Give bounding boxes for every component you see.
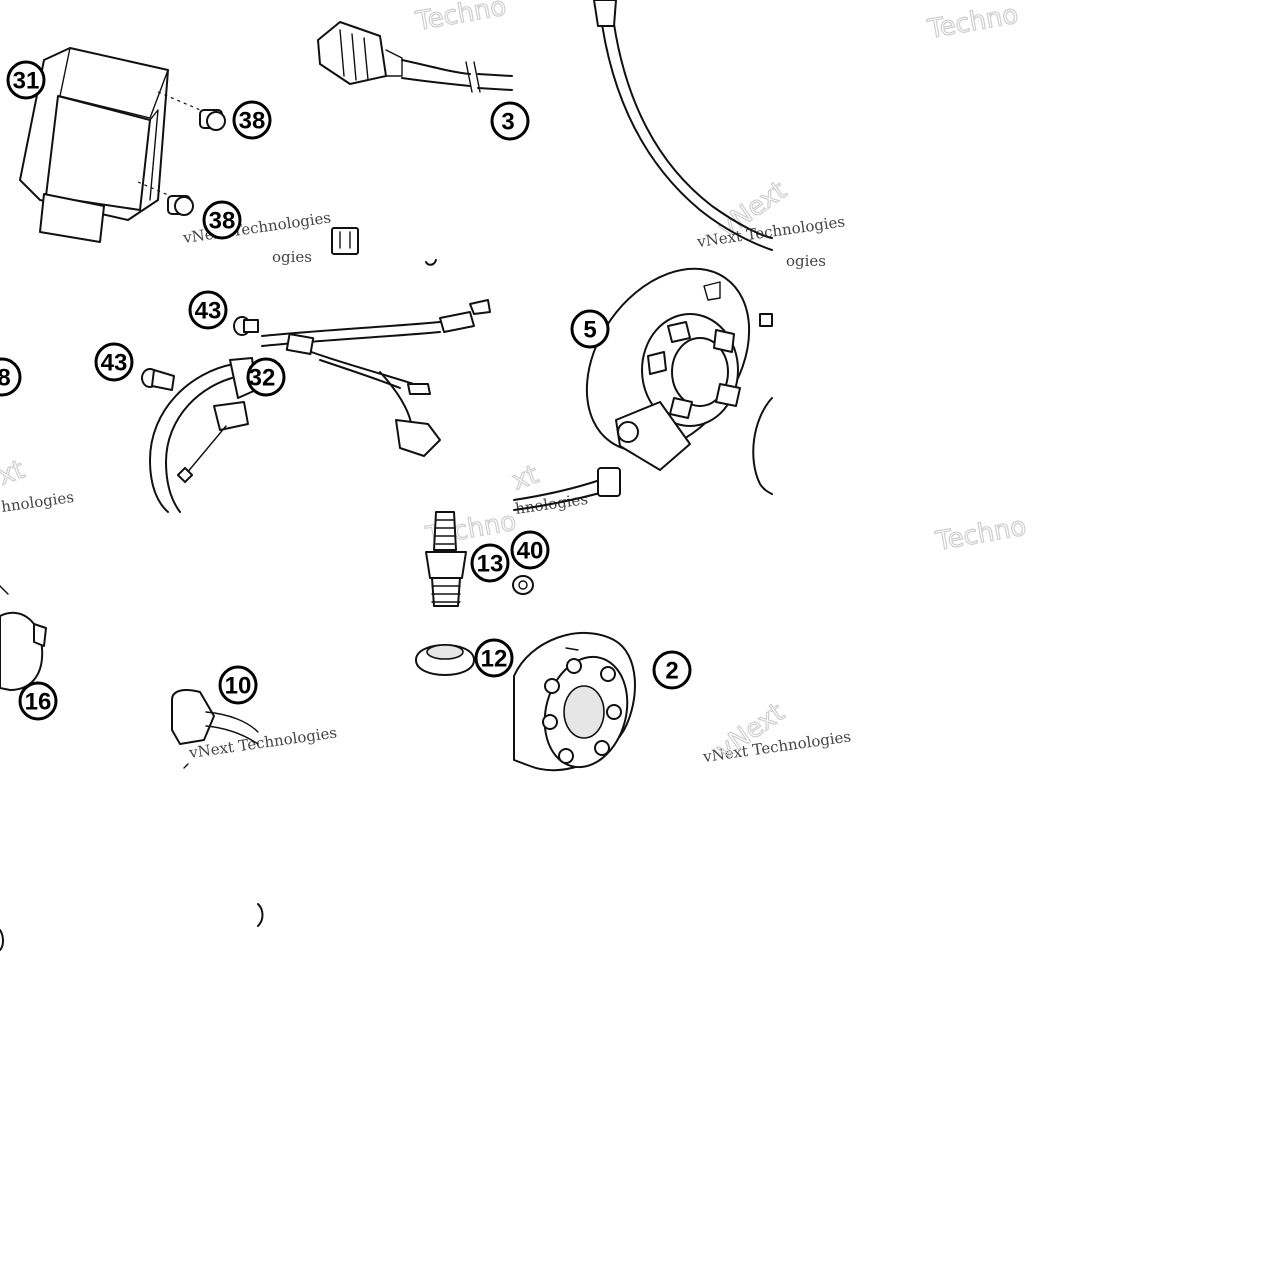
callout-2: 2 <box>652 650 692 690</box>
bolt-43-upper <box>233 316 259 336</box>
callout-40-label: 40 <box>517 538 544 565</box>
callout-12: 12 <box>474 638 514 678</box>
callout-10: 10 <box>218 665 258 705</box>
callout-16: 16 <box>18 681 58 721</box>
watermark-xt-1: xt <box>0 455 28 492</box>
callout-32-label: 32 <box>249 365 276 392</box>
callout-5-label: 5 <box>583 317 596 344</box>
harness-connector <box>317 21 513 93</box>
watermark-xt-2: xt <box>508 460 542 497</box>
callout-31-label: 31 <box>13 68 40 95</box>
watermark-ogies-1: ogies <box>272 248 312 266</box>
cdi-unit <box>19 47 206 243</box>
callout-38-upper-label: 38 <box>239 108 266 135</box>
small-relay <box>331 227 359 255</box>
bolt-43-lower <box>141 368 175 391</box>
callout-3: 3 <box>490 101 530 141</box>
callout-16-label: 16 <box>25 689 52 716</box>
watermark-techno-1: Techno <box>413 0 508 37</box>
callout-43-upper-label: 43 <box>195 298 222 325</box>
plug-connector <box>171 689 259 769</box>
callout-13-label: 13 <box>477 551 504 578</box>
callout-38-upper: 38 <box>232 100 272 140</box>
long-cable <box>593 0 773 251</box>
callout-43-lower-label: 43 <box>101 350 128 377</box>
callout-40: 40 <box>510 530 550 570</box>
watermark-hnologies-1: hnologies <box>0 488 75 516</box>
watermark-brand-3: vNext Technologies <box>187 723 338 762</box>
callout-38-lower: 38 <box>202 200 242 240</box>
callout-8: 8 <box>0 357 22 397</box>
stator <box>513 267 751 511</box>
callout-12-label: 12 <box>481 646 508 673</box>
watermark-techno-3: Techno <box>933 512 1028 557</box>
seal-12 <box>415 644 475 676</box>
callout-13: 13 <box>470 543 510 583</box>
callout-10-label: 10 <box>225 673 252 700</box>
callout-31: 31 <box>6 60 46 100</box>
callout-38-lower-label: 38 <box>209 208 236 235</box>
callout-43-lower: 43 <box>94 342 134 382</box>
nut-40 <box>512 575 534 595</box>
callout-2-label: 2 <box>665 658 678 685</box>
flywheel-edge-partial <box>752 313 773 495</box>
harness-branch <box>261 299 491 457</box>
callout-3-label: 3 <box>501 109 514 136</box>
spark-plug <box>425 511 467 607</box>
screw-38-upper <box>199 109 226 131</box>
callout-5: 5 <box>570 309 610 349</box>
screw-38-lower <box>167 195 194 216</box>
watermark-techno-2: Techno <box>925 0 1020 45</box>
callout-8-label: 8 <box>0 365 11 392</box>
fragment-marks <box>0 259 437 951</box>
callout-43-upper: 43 <box>188 290 228 330</box>
flywheel-rotor <box>513 631 636 772</box>
callout-32: 32 <box>246 357 286 397</box>
watermark-ogies-2: ogies <box>786 252 826 270</box>
ignition-coil <box>0 585 47 691</box>
